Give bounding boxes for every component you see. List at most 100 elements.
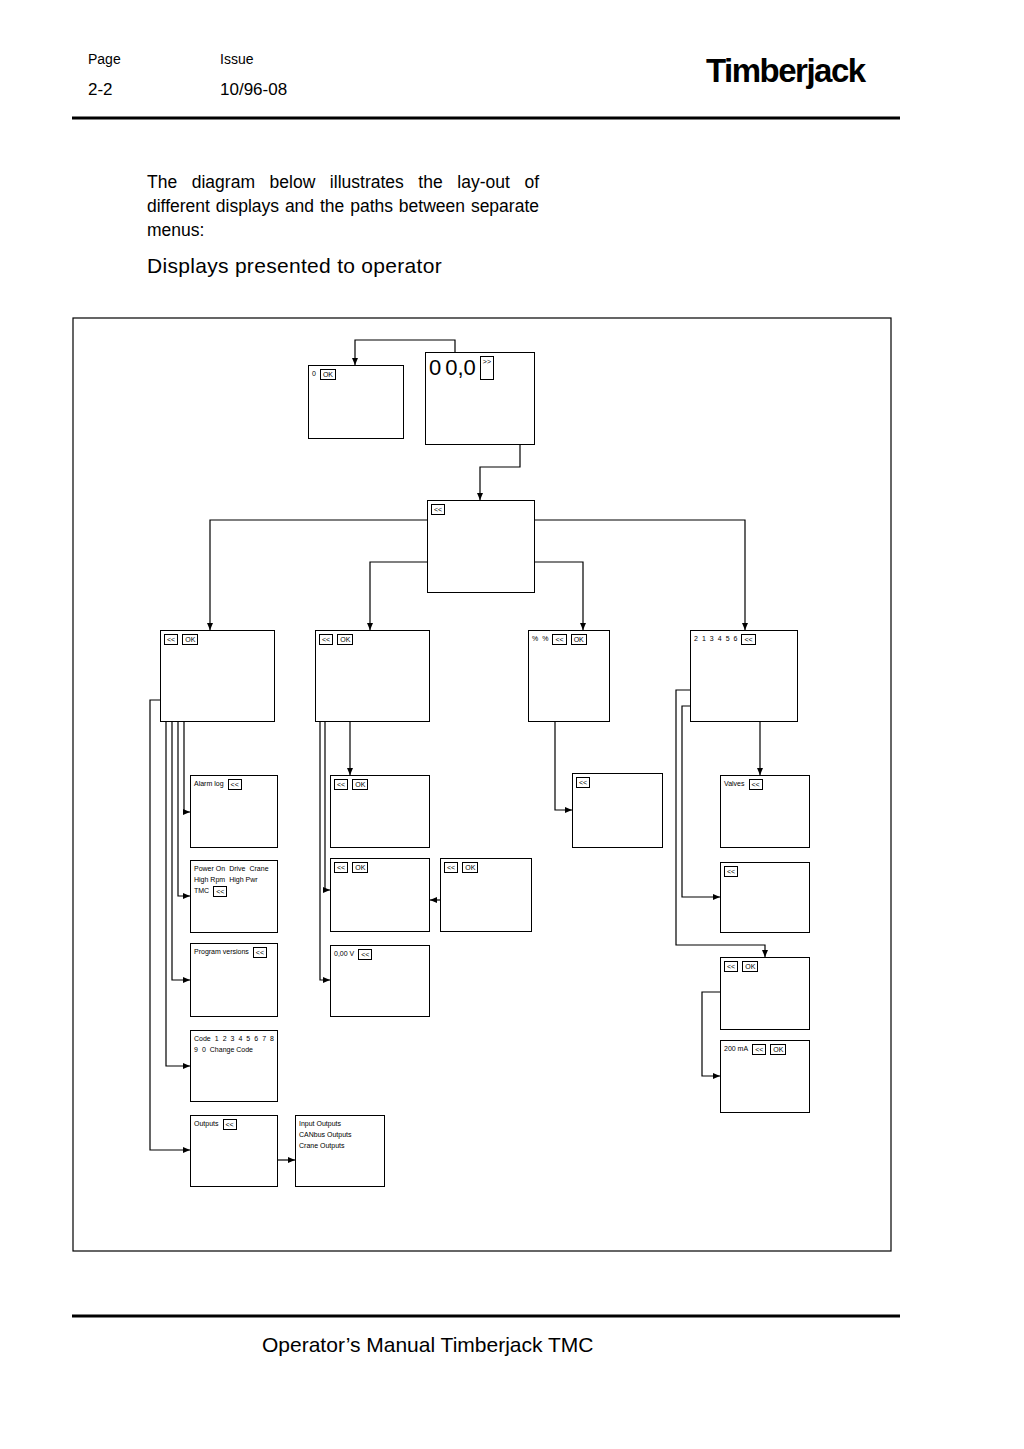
screen-text: CANbus Outputs: [299, 1130, 352, 1139]
menu-path-arrow: [278, 1159, 295, 1160]
screen-text: 0: [429, 356, 441, 380]
screen-text: 0,00 V: [334, 949, 354, 960]
display-screen: Input OutputsCANbus OutputsCrane Outputs: [295, 1115, 385, 1187]
screen-text: High Rpm: [194, 875, 225, 884]
screen-text: OK: [462, 862, 478, 873]
screen-text: 6: [254, 1034, 258, 1043]
menu-path-arrow: [535, 520, 745, 630]
screen-text: <<: [164, 634, 178, 645]
page-number: 2-2: [88, 80, 113, 100]
display-screen: <<: [427, 500, 535, 593]
screen-text: 6: [734, 634, 738, 645]
screen-text: <<: [741, 634, 755, 645]
screen-text: Input Outputs: [299, 1119, 341, 1128]
screen-text: 7: [262, 1034, 266, 1043]
display-screen: 200 mA<<OK: [720, 1040, 810, 1113]
menu-path-arrow: [682, 706, 720, 897]
menu-path-arrow: [555, 722, 572, 810]
screen-text: 1: [702, 634, 706, 645]
screen-text: <<: [228, 779, 242, 790]
screen-text: OK: [352, 779, 368, 790]
screen-text: Program versions: [194, 947, 249, 958]
screen-text: 2: [694, 634, 698, 645]
screen-text: <<: [576, 777, 590, 788]
menu-path-arrow: [430, 899, 440, 900]
screen-text: OK: [182, 634, 198, 645]
section-heading: Displays presented to operator: [147, 254, 442, 278]
menu-path-arrow: [349, 722, 350, 775]
display-screen: Outputs <<: [190, 1115, 278, 1187]
screen-text: <<: [444, 862, 458, 873]
issue-date: 10/96-08: [220, 80, 287, 100]
display-screen: Code1234567890Change Code: [190, 1030, 278, 1102]
screen-text: OK: [320, 369, 336, 380]
menu-path-arrow: [320, 722, 330, 980]
header-rule: [72, 117, 900, 120]
display-screen: <<: [720, 862, 810, 933]
display-screen: 213456<<: [690, 630, 798, 722]
menu-path-arrow: [702, 992, 720, 1076]
display-screen: %%<<OK: [528, 630, 610, 722]
screen-text: TMC: [194, 886, 209, 897]
screen-text: Outputs: [194, 1119, 219, 1130]
display-screen: <<OK: [315, 630, 430, 722]
display-screen: << OK: [330, 858, 430, 932]
screen-text: High Pwr: [229, 875, 257, 884]
display-screen: Power OnDriveCraneHigh RpmHigh PwrTMC<<: [190, 860, 278, 933]
menu-path-arrow: [150, 700, 190, 1150]
screen-text: Code: [194, 1034, 211, 1043]
screen-text: 9: [194, 1045, 198, 1054]
screen-text: <<: [223, 1119, 237, 1130]
display-screen: Alarm log <<: [190, 775, 278, 848]
header-label: Issue: [220, 51, 253, 67]
screen-text: Crane Outputs: [299, 1141, 345, 1150]
screen-text: 0: [202, 1045, 206, 1054]
screen-text: <<: [334, 862, 348, 873]
screen-text: %: [532, 634, 538, 645]
screen-text: <<: [334, 779, 348, 790]
screen-text: 4: [238, 1034, 242, 1043]
screen-text: >>: [480, 356, 494, 380]
screen-text: OK: [742, 961, 758, 972]
display-screen: << OK: [440, 858, 532, 932]
screen-text: 3: [710, 634, 714, 645]
display-screen: << OK: [160, 630, 275, 722]
header-label: Page: [88, 51, 121, 67]
screen-text: Crane: [249, 864, 268, 873]
menu-path-arrow: [172, 722, 190, 980]
menu-path-arrow: [370, 562, 427, 630]
display-screen: Program versions <<: [190, 943, 278, 1017]
display-screen: 00,0>>: [425, 352, 535, 445]
menu-path-arrow: [210, 520, 427, 630]
screen-text: 2: [223, 1034, 227, 1043]
screen-text: <<: [752, 1044, 766, 1055]
menu-path-arrow: [759, 722, 760, 775]
diagram-frame: [73, 318, 891, 1251]
screen-text: 200 mA: [724, 1044, 748, 1055]
screen-text: <<: [253, 947, 267, 958]
display-screen: Valves<<: [720, 775, 810, 848]
screen-text: Drive: [229, 864, 245, 873]
display-screen: 0,00 V<<: [330, 945, 430, 1017]
screen-text: Change Code: [210, 1045, 253, 1054]
screen-text: 0,0: [445, 356, 476, 380]
screen-text: 8: [270, 1034, 274, 1043]
brand-logo: Timberjack: [706, 52, 865, 90]
screen-text: Valves: [724, 779, 745, 790]
screen-text: Alarm log: [194, 779, 224, 790]
display-screen: <<: [572, 773, 663, 848]
screen-text: <<: [431, 504, 445, 515]
menu-path-arrow: [535, 562, 583, 630]
screen-text: OK: [352, 862, 368, 873]
screen-text: 3: [231, 1034, 235, 1043]
menu-path-arrow: [178, 722, 190, 896]
screen-text: 5: [726, 634, 730, 645]
screen-text: Power On: [194, 864, 225, 873]
display-screen: 0OK: [308, 365, 404, 439]
footer-rule: [72, 1315, 900, 1318]
display-screen: << OK: [330, 775, 430, 848]
screen-text: 1: [215, 1034, 219, 1043]
